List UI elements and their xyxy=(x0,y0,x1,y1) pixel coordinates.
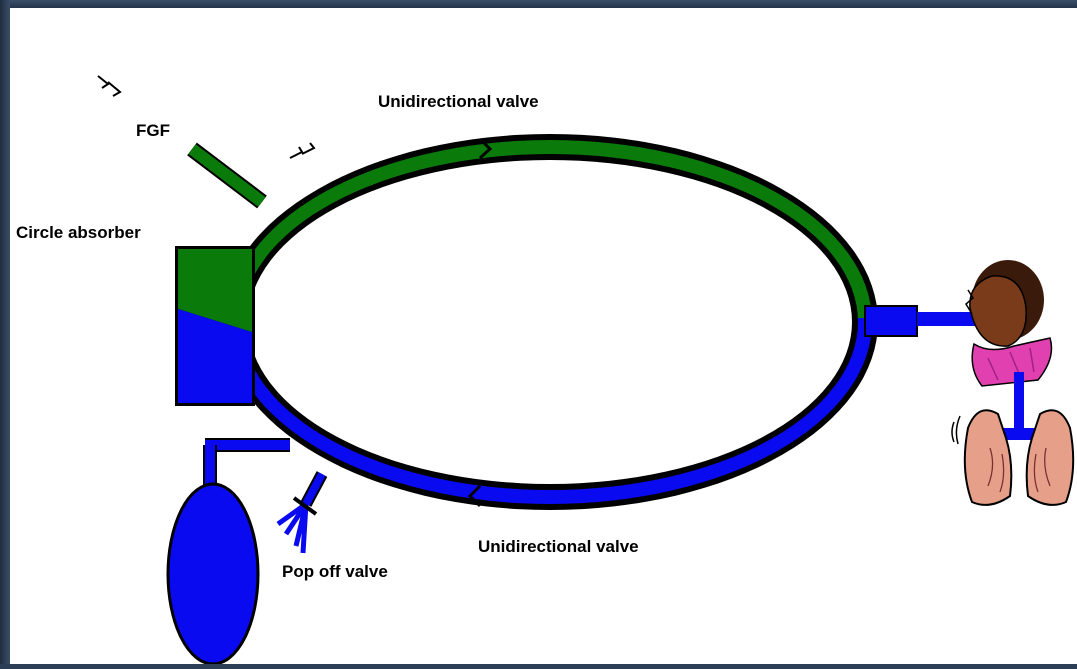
slide-frame-top xyxy=(0,0,1077,8)
bottom-unidirectional-valve-label: Unidirectional valve xyxy=(478,537,639,556)
circle-absorber-label: Circle absorber xyxy=(16,223,141,242)
diagram-svg: FGF Circle absorber Unidirectional valve… xyxy=(16,75,1075,666)
y-piece-connector xyxy=(864,305,977,337)
patient-head-icon xyxy=(965,260,1053,387)
pop-off-valve-label: Pop off valve xyxy=(282,562,388,581)
breathing-circuit-ring xyxy=(222,134,878,510)
flow-arrows xyxy=(97,75,316,159)
fgf-inlet-tube xyxy=(187,142,267,209)
top-valve-flap xyxy=(478,137,493,160)
slide-frame-left xyxy=(0,0,10,664)
pop-off-valve-icon xyxy=(276,471,328,554)
circle-absorber-canister xyxy=(175,246,255,406)
circle-system-diagram: FGF Circle absorber Unidirectional valve… xyxy=(10,8,1077,666)
lungs-icon xyxy=(951,372,1075,506)
fgf-label: FGF xyxy=(136,121,170,140)
reservoir-bag-icon xyxy=(166,438,290,666)
bottom-valve-flap xyxy=(467,484,482,508)
top-unidirectional-valve-label: Unidirectional valve xyxy=(378,92,539,111)
